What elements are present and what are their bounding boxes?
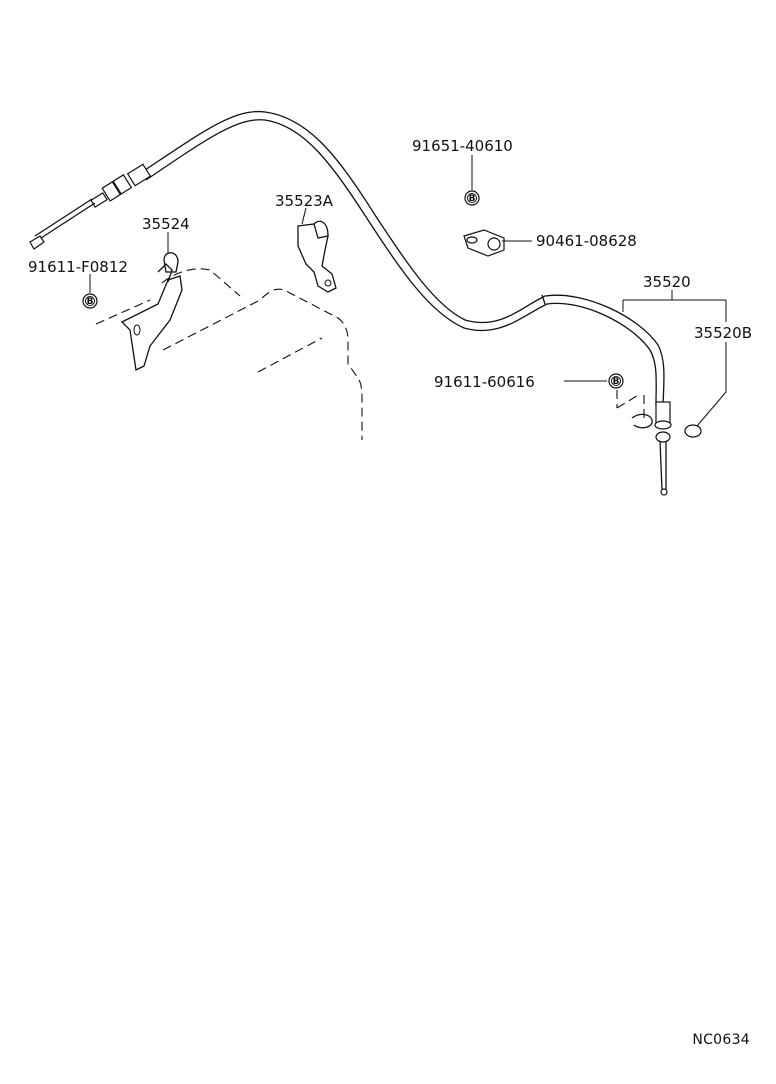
cable-right-end bbox=[631, 401, 672, 496]
leader-lines bbox=[89, 155, 727, 427]
label-35520: 35520 bbox=[643, 273, 691, 291]
badge-91611-F0812: B bbox=[82, 293, 98, 309]
svg-text:B: B bbox=[469, 194, 476, 204]
badge-91651: B bbox=[464, 190, 480, 206]
engine-outline bbox=[95, 268, 363, 440]
svg-text:B: B bbox=[87, 297, 94, 307]
svg-text:B: B bbox=[613, 377, 620, 387]
clamp-90461 bbox=[463, 229, 505, 257]
label-35520B: 35520B bbox=[694, 324, 752, 342]
label-91651-40610: 91651-40610 bbox=[412, 137, 513, 155]
label-91611-60616: 91611-60616 bbox=[434, 373, 535, 391]
label-35523A: 35523A bbox=[275, 192, 334, 210]
label-35524: 35524 bbox=[142, 215, 190, 233]
label-90461-08628: 90461-08628 bbox=[536, 232, 637, 250]
badge-91611-60616: B bbox=[608, 373, 624, 389]
cable-left-end bbox=[29, 163, 152, 250]
label-91611-F0812: 91611-F0812 bbox=[28, 258, 128, 276]
grommet-35520B bbox=[684, 424, 702, 438]
diagram-code: NC0634 bbox=[692, 1032, 750, 1048]
bracket-35523A bbox=[297, 220, 337, 293]
bracket-35524 bbox=[120, 252, 183, 371]
main-cable bbox=[141, 110, 665, 406]
